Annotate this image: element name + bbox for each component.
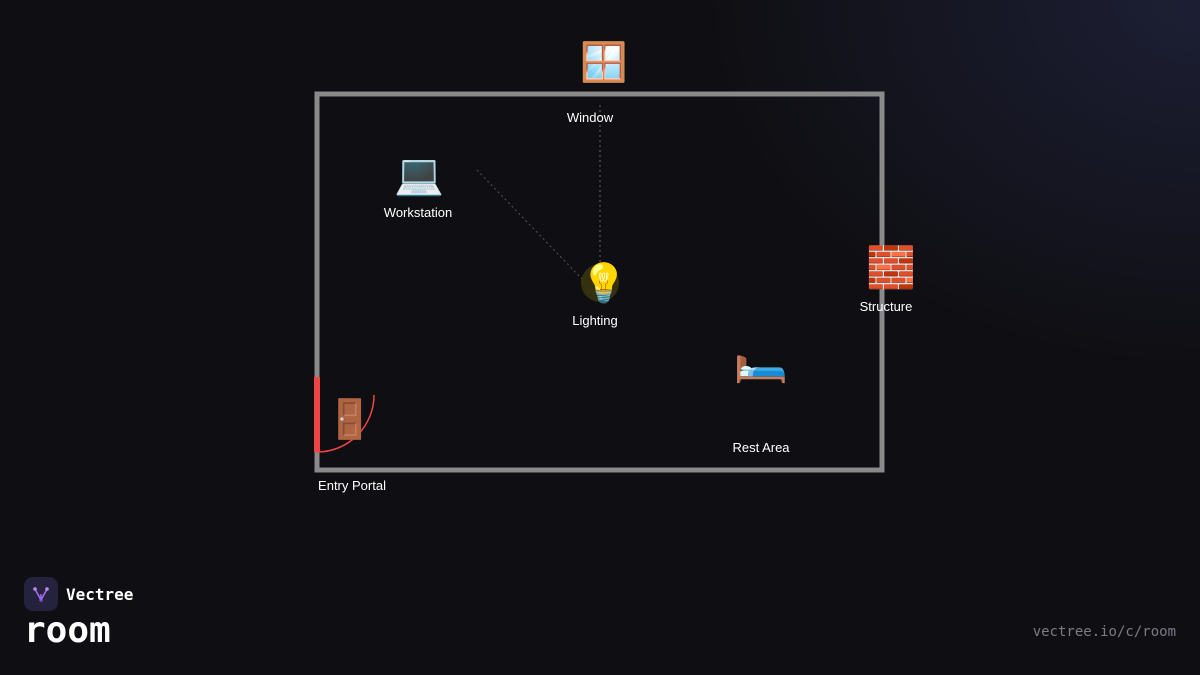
rest-area-label: Rest Area xyxy=(732,440,790,455)
entry-portal-label: Entry Portal xyxy=(318,478,386,493)
brand-name: Vectree xyxy=(66,584,134,604)
brick-wall-icon[interactable]: 🧱 xyxy=(866,245,916,291)
window-icon[interactable]: 🪟 xyxy=(580,40,628,84)
brand: Vectree xyxy=(24,577,133,611)
light-line-workstation xyxy=(476,169,584,281)
room-walls xyxy=(314,91,885,473)
source-url[interactable]: vectree.io/c/room xyxy=(1032,624,1176,640)
workstation-label: Workstation xyxy=(383,205,453,220)
door-icon[interactable]: 🚪 xyxy=(326,397,374,441)
page-title: room xyxy=(24,610,111,651)
laptop-icon[interactable]: 💻 xyxy=(394,152,444,198)
structure-label: Structure xyxy=(859,299,913,314)
entry-door-swing xyxy=(316,394,375,453)
lightbulb-icon[interactable]: 💡 xyxy=(580,261,628,305)
lighting-label: Lighting xyxy=(572,313,618,328)
bed-icon[interactable]: 🛏️ xyxy=(733,334,789,385)
lighting-glow xyxy=(581,264,619,302)
window-label: Window xyxy=(566,110,614,125)
vectree-logo-icon xyxy=(24,577,58,611)
